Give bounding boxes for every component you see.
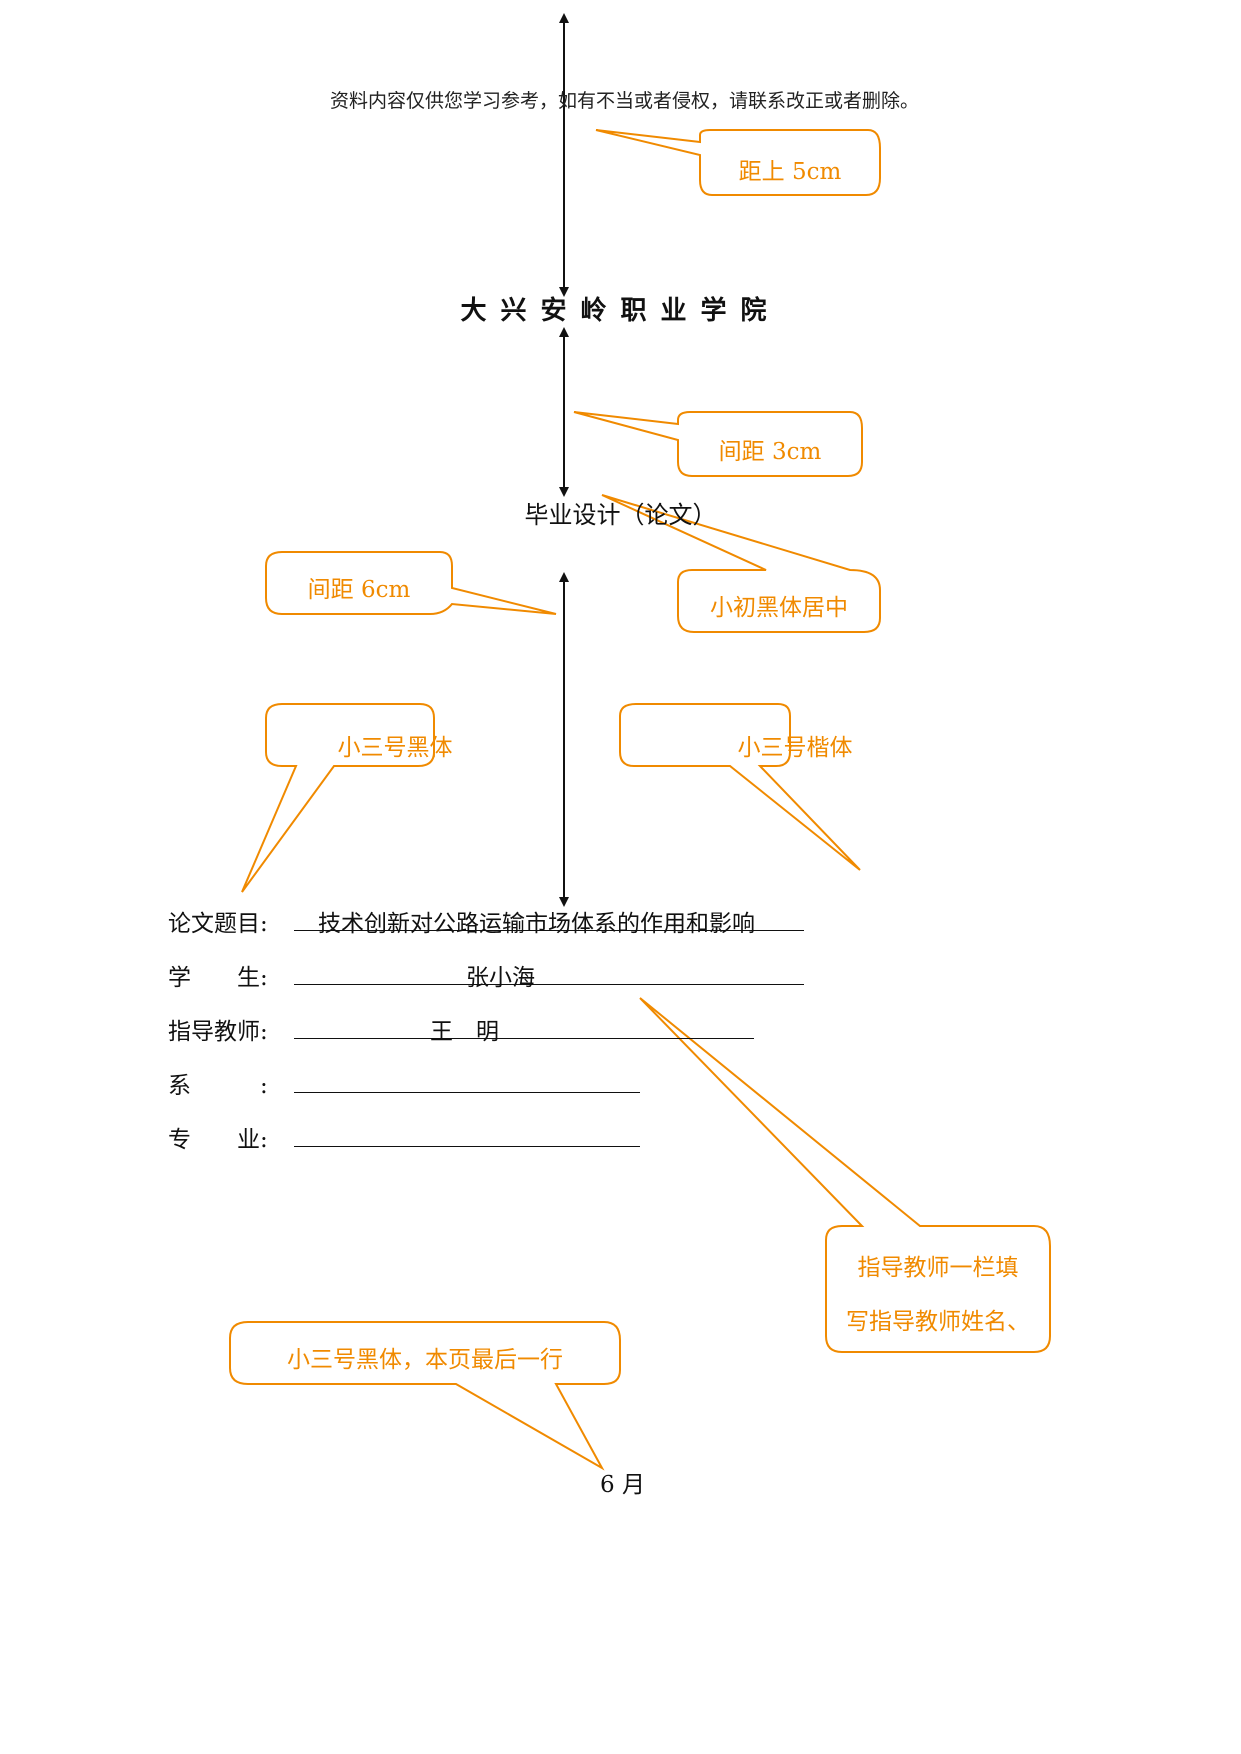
callout-gap-6cm: 间距 6cm bbox=[307, 577, 411, 603]
callout-top-margin: 距上 5cm bbox=[738, 159, 842, 185]
field-label-advisor: 指导教师: bbox=[168, 1019, 268, 1045]
callout-label-font: 小三号黑体 bbox=[337, 735, 453, 761]
callout-title-font: 小初黑体居中 bbox=[710, 595, 848, 621]
field-value-student: 张小海 bbox=[466, 965, 535, 991]
field-label-major: 专 业: bbox=[168, 1127, 268, 1153]
college-name: 大兴安岭职业学院 bbox=[460, 296, 781, 326]
callout-advisor-note-shape bbox=[639, 997, 1051, 1353]
disclaimer-text: 资料内容仅供您学习参考，如有不当或者侵权，请联系改正或者删除。 bbox=[330, 90, 920, 112]
callout-top-margin-shape bbox=[595, 129, 881, 196]
callout-value-font-shape bbox=[619, 703, 861, 871]
field-line-department bbox=[294, 1092, 640, 1093]
field-value-title: 技术创新对公路运输市场体系的作用和影响 bbox=[318, 911, 755, 937]
callout-advisor-note-line1: 指导教师一栏填 bbox=[857, 1255, 1019, 1281]
field-label-title: 论文题目: bbox=[168, 911, 268, 937]
field-line-major bbox=[294, 1146, 640, 1147]
callout-label-font-shape bbox=[241, 703, 435, 893]
field-line-advisor bbox=[294, 1038, 754, 1039]
field-label-student: 学 生: bbox=[168, 965, 268, 991]
callout-gap-3cm: 间距 3cm bbox=[718, 439, 822, 465]
callout-title-font-shape bbox=[601, 494, 881, 633]
document-date: 6 月 bbox=[600, 1472, 645, 1498]
callout-last-line: 小三号黑体，本页最后一行 bbox=[287, 1347, 563, 1373]
field-line-student bbox=[294, 984, 804, 985]
callout-gap-6cm-shape bbox=[265, 551, 557, 615]
callout-gap-3cm-shape bbox=[573, 411, 863, 477]
field-label-department: 系 : bbox=[168, 1073, 268, 1099]
field-line-title bbox=[294, 930, 804, 931]
field-value-advisor: 王 明 bbox=[430, 1019, 499, 1045]
callout-value-font: 小三号楷体 bbox=[737, 735, 853, 761]
callout-last-line-shape bbox=[229, 1321, 621, 1471]
callout-advisor-note-line2: 写指导教师姓名、 bbox=[846, 1309, 1030, 1335]
document-subtitle: 毕业设计（论文） bbox=[524, 501, 717, 529]
